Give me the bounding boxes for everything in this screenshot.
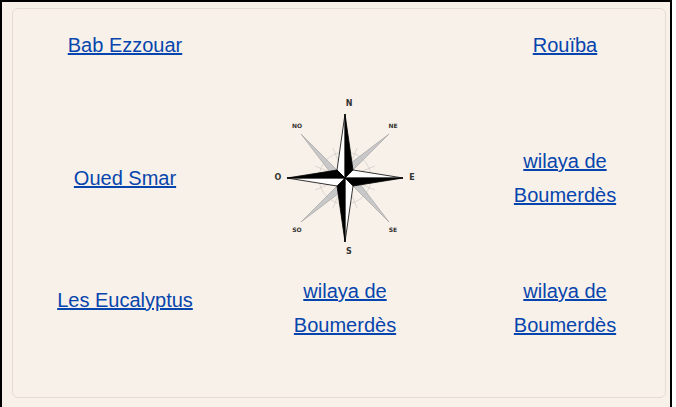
neighbour-link: wilaya de Boumerdès bbox=[265, 274, 425, 342]
compass-letter: NO bbox=[292, 123, 302, 129]
compass-letter: E bbox=[409, 174, 414, 182]
neighbour-link: wilaya de Boumerdès bbox=[485, 274, 645, 342]
neighbour-link: wilaya de Boumerdès bbox=[485, 144, 645, 212]
neighbour-link: Bab Ezzouar bbox=[45, 28, 205, 62]
compass-letter: O bbox=[275, 174, 282, 182]
compass-letter: SO bbox=[292, 227, 301, 233]
neighbour-link: Oued Smar bbox=[45, 161, 205, 195]
compass-letter: NE bbox=[388, 123, 397, 129]
compass-letter: SE bbox=[389, 227, 397, 233]
compass-letter: S bbox=[346, 248, 352, 256]
compass-letter: N bbox=[346, 100, 353, 108]
neighbour-link: Les Eucalyptus bbox=[45, 283, 205, 317]
neighbour-link: Rouïba bbox=[485, 28, 645, 62]
